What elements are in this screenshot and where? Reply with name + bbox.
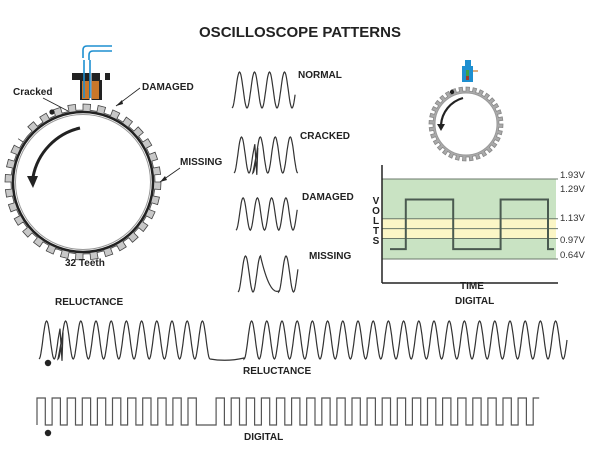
digital-trace	[36, 397, 540, 426]
volts-letter: S	[372, 236, 380, 247]
sample-damaged-wave	[235, 196, 298, 232]
damaged-label: DAMAGED	[142, 82, 194, 93]
volts-letter: L	[372, 216, 380, 227]
sample-cracked-label: CRACKED	[300, 131, 350, 142]
sample-waveforms	[231, 71, 299, 294]
sample-missing-label: MISSING	[309, 251, 352, 262]
hall-sensor-icon	[462, 60, 478, 82]
reluctance-start-dot	[44, 359, 52, 367]
cracked-label: Cracked	[13, 87, 53, 98]
page-title: OSCILLOSCOPE PATTERNS	[199, 24, 401, 41]
sample-normal-label: NORMAL	[298, 70, 342, 81]
digital-caption: DIGITAL	[455, 296, 495, 307]
wheel-inner-rim	[434, 92, 498, 156]
ytick-0-64: 0.64V	[560, 250, 585, 261]
reluctance-wave	[38, 320, 568, 361]
reluctance-trace-label: RELUCTANCE	[243, 366, 312, 377]
digital-tone-wheel-icon	[428, 86, 504, 162]
sample-damaged-label: DAMAGED	[302, 192, 354, 203]
sample-cracked-wave	[233, 136, 299, 175]
ytick-1-29: 1.29V	[560, 184, 585, 195]
ytick-0-97: 0.97V	[560, 235, 585, 246]
volts-letter: T	[372, 226, 380, 237]
cracked-marker	[49, 109, 55, 115]
teeth-count-label: 32 Teeth	[65, 258, 105, 269]
ytick-1-13: 1.13V	[560, 213, 585, 224]
sample-normal-wave	[231, 71, 296, 109]
digital-rotation-arrow-icon	[437, 96, 464, 131]
digital-voltage-chart	[381, 165, 558, 284]
x-axis-label: TIME	[460, 281, 484, 292]
missing-label: MISSING	[180, 157, 223, 168]
rotation-arrow-icon	[27, 126, 81, 188]
wheel-inner-rim	[15, 114, 151, 250]
digital-square-wave	[390, 198, 554, 251]
reluctance-trace	[38, 320, 568, 361]
sample-missing-wave	[237, 254, 299, 294]
volts-axis-label: V O L T S	[372, 197, 380, 247]
tone-wheel-icon	[4, 103, 162, 261]
digital-trace-label: DIGITAL	[244, 432, 284, 443]
reluctance-caption: RELUCTANCE	[55, 297, 124, 308]
reluctance-sensor-icon	[72, 45, 112, 102]
digital-start-dot	[44, 429, 52, 437]
volts-letter: O	[372, 206, 380, 217]
ytick-1-93: 1.93V	[560, 170, 585, 181]
cracked-leader	[42, 97, 69, 112]
digital-wave	[36, 397, 540, 426]
volts-letter: V	[372, 196, 380, 207]
